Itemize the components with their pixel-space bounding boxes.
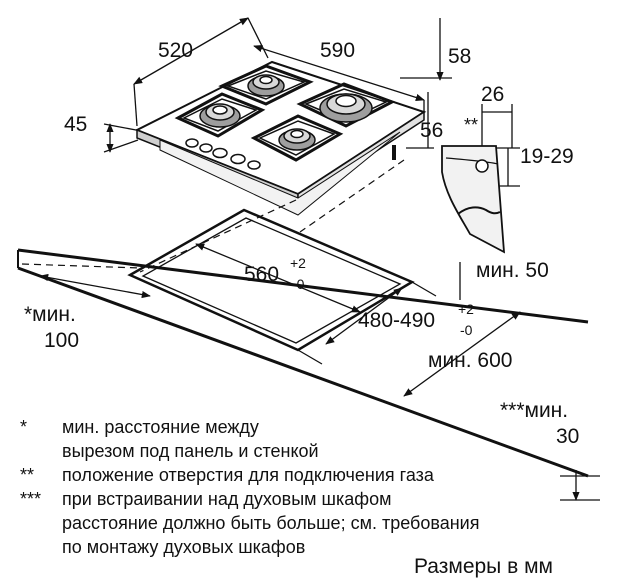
gas-marker: **: [464, 115, 479, 135]
footnote-mark-2: **: [20, 465, 35, 485]
hob-underside: [159, 131, 401, 216]
burner-left: [199, 103, 241, 128]
dimension-lines: [39, 17, 600, 501]
dim-label-560-tol-plus: +2: [290, 255, 306, 271]
dim-label-520: 520: [158, 39, 194, 62]
units-caption: Размеры в мм: [414, 555, 553, 578]
footnote-1-line-2: вырезом под панель и стенкой: [62, 441, 319, 461]
dim-label-26: 26: [481, 83, 505, 106]
footnote-3-line-3: по монтажу духовых шкафов: [62, 537, 306, 557]
burner-back: [247, 74, 285, 97]
dim-label-min-30-value: 30: [556, 425, 580, 448]
dim-590-line: [253, 45, 425, 101]
dim-label-min-600: мин. 600: [428, 349, 513, 372]
gas-hole: [475, 159, 489, 173]
dim-label-min-30-prefix: ***мин.: [500, 399, 569, 422]
dim-480-line: [325, 287, 403, 345]
footnote-mark-3: ***: [20, 489, 42, 509]
dim-label-590: 590: [320, 39, 356, 62]
dim-label-480-tol-minus: -0: [460, 322, 473, 338]
footnote-2-line-1: положение отверстия для подключения газа: [62, 465, 434, 485]
control-knobs: [185, 138, 261, 170]
footnote-mark-1: *: [20, 417, 28, 437]
dim-label-56: 56: [420, 119, 444, 142]
footnote-1-line-1: мин. расстояние между: [62, 417, 259, 437]
dim-label-19-29: 19-29: [520, 145, 574, 168]
dim-label-480-490: 480-490: [358, 309, 436, 332]
dim-min600-line: [403, 311, 521, 397]
footnote-3-line-2: расстояние должно быть больше; см. требо…: [62, 513, 480, 533]
dim-label-480-tol-plus: +2: [458, 301, 474, 317]
dim-520-line: [133, 17, 249, 85]
dim-label-min-100-prefix: *мин.: [24, 303, 76, 326]
dim-label-58: 58: [448, 45, 472, 68]
dim-min100-line: [39, 273, 151, 299]
burner-right-large: [319, 93, 373, 123]
hob: [134, 60, 427, 216]
pan-support-front: [250, 114, 344, 162]
burner-front: [278, 128, 316, 151]
dim-label-min-100-value: 100: [44, 329, 80, 352]
footnote-3-line-1: при встраивании над духовым шкафом: [62, 489, 392, 509]
pan-support-left: [174, 92, 266, 138]
dim-label-45: 45: [64, 113, 88, 136]
gas-connection-detail: [441, 145, 506, 254]
dim-label-min-50: мин. 50: [476, 259, 549, 282]
dim-label-560: 560: [244, 263, 280, 286]
dim-label-560-tol-minus: -0: [292, 276, 305, 292]
countertop-front-edge: [17, 266, 589, 478]
projection-lines: [21, 159, 405, 273]
